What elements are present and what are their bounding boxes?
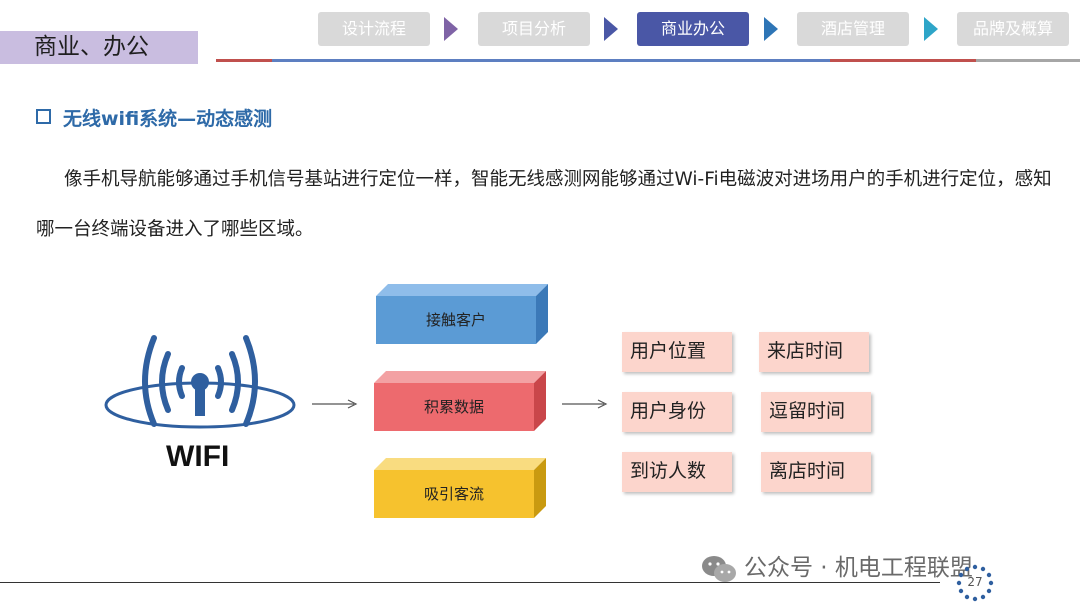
box-top-face [376, 284, 548, 296]
wechat-icon [702, 556, 736, 582]
tag-visitor-count: 到访人数 [622, 452, 732, 492]
footer-rule [0, 582, 940, 583]
box-side-face [536, 284, 548, 344]
box-side-face [534, 371, 546, 431]
step-project-analysis[interactable]: 项目分析 [478, 12, 590, 46]
arrow-right-icon [562, 399, 608, 409]
box-side-face [534, 458, 546, 518]
page-number-badge-icon [956, 564, 994, 602]
header-rule-accent [830, 59, 976, 62]
step-brand-budget[interactable]: 品牌及概算 [957, 12, 1069, 46]
box-top-face [374, 458, 546, 470]
watermark-text: 公众号 · 机电工程联盟 [744, 555, 973, 581]
box-label: 吸引客流 [374, 470, 534, 518]
page-number: 27 [967, 575, 983, 589]
square-bullet-icon [36, 109, 51, 124]
header-rule [216, 59, 1080, 62]
step-design-process[interactable]: 设计流程 [318, 12, 430, 46]
heading-text: 无线wifi系统—动态感测 [63, 108, 273, 130]
arrow-right-icon [444, 17, 458, 41]
box-accumulate-data: 积累数据 [374, 371, 546, 431]
section-heading: 无线wifi系统—动态感测 [36, 104, 272, 131]
arrow-right-icon [764, 17, 778, 41]
box-contact-customers: 接触客户 [376, 284, 548, 344]
body-paragraph: 像手机导航能够通过手机信号基站进行定位一样，智能无线感测网能够通过Wi-Fi电磁… [36, 169, 1052, 240]
tag-user-identity: 用户身份 [622, 392, 732, 432]
header-rule-accent [216, 59, 272, 62]
box-label: 积累数据 [374, 383, 534, 431]
tag-arrival-time: 来店时间 [759, 332, 869, 372]
section-title: 商业、办公 [0, 31, 198, 64]
arrow-right-icon [924, 17, 938, 41]
arrow-right-icon [604, 17, 618, 41]
tag-user-location: 用户位置 [622, 332, 732, 372]
wifi-icon [104, 335, 296, 429]
box-label: 接触客户 [376, 296, 536, 344]
tag-departure-time: 离店时间 [761, 452, 871, 492]
wifi-label: WIFI [166, 440, 230, 473]
step-hotel-management[interactable]: 酒店管理 [797, 12, 909, 46]
box-attract-traffic: 吸引客流 [374, 458, 546, 518]
arrow-right-icon [312, 399, 358, 409]
box-top-face [374, 371, 546, 383]
step-commercial-office[interactable]: 商业办公 [637, 12, 749, 46]
tag-stay-duration: 逗留时间 [761, 392, 871, 432]
header-rule-accent [976, 59, 1080, 62]
